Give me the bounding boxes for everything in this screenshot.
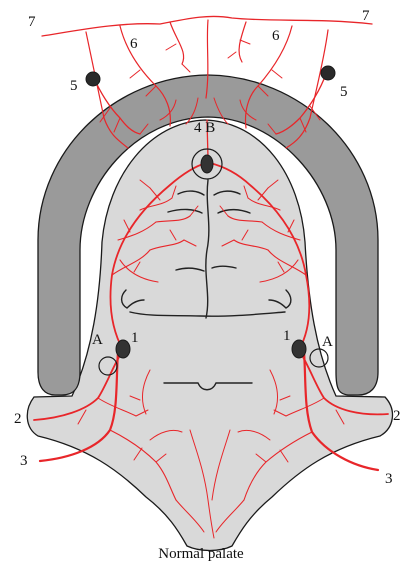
marker-5-right bbox=[321, 66, 335, 80]
caption: Normal palate bbox=[158, 546, 244, 562]
greater-palatine-foramen-left bbox=[116, 340, 130, 358]
label-5-right: 5 bbox=[340, 84, 348, 100]
label-a-right: A bbox=[322, 334, 333, 350]
label-1-left: 1 bbox=[131, 330, 139, 346]
label-1-right: 1 bbox=[283, 328, 291, 344]
label-5-left: 5 bbox=[70, 78, 78, 94]
label-a-left: A bbox=[92, 332, 103, 348]
greater-palatine-foramen-right bbox=[292, 340, 306, 358]
label-2-right: 2 bbox=[393, 408, 401, 424]
label-3-left: 3 bbox=[20, 453, 28, 469]
label-7-right: 7 bbox=[362, 8, 370, 24]
label-6-left: 6 bbox=[130, 36, 138, 52]
label-7-left: 7 bbox=[28, 14, 36, 30]
marker-5-left bbox=[86, 72, 100, 86]
label-3-right: 3 bbox=[385, 471, 393, 487]
label-4b: 4 B bbox=[194, 120, 215, 136]
label-2-left: 2 bbox=[14, 411, 22, 427]
incisive-foramen bbox=[201, 155, 213, 173]
label-6-right: 6 bbox=[272, 28, 280, 44]
